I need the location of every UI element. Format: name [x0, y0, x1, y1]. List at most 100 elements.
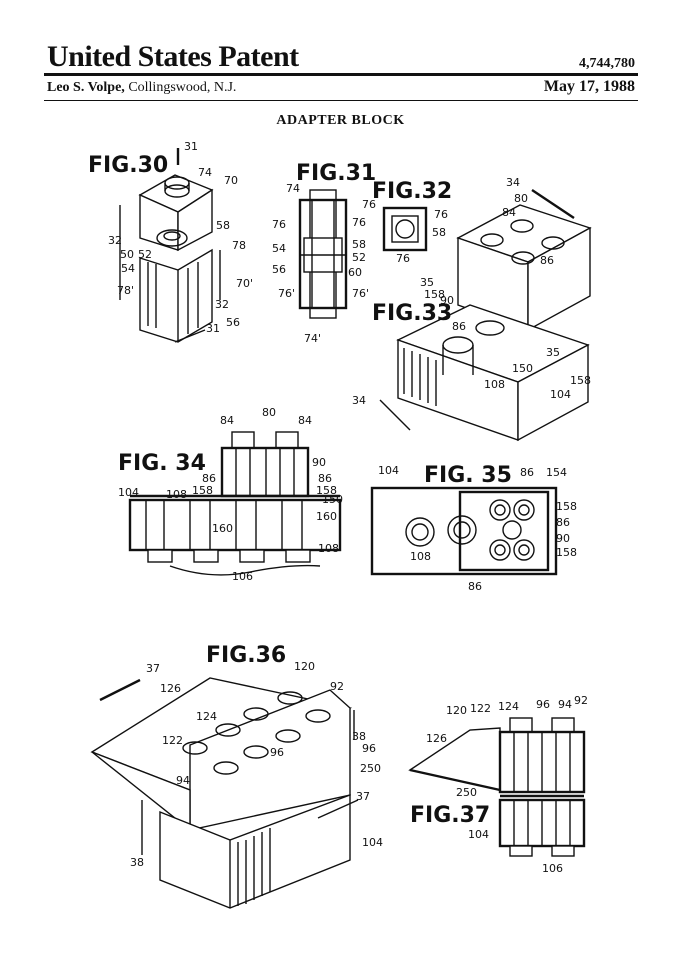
fig33-ref: 108 — [484, 378, 505, 391]
fig31-ref: 54 — [272, 242, 286, 255]
fig34-ref: 108 — [166, 488, 187, 501]
fig36-ref: 120 — [294, 660, 315, 673]
header-rule-bottom — [44, 100, 638, 101]
fig33-label: FIG.33 — [372, 301, 452, 326]
fig34-ref: 104 — [118, 486, 139, 499]
header-rule-top — [44, 73, 638, 76]
fig31-ref: 56 — [272, 263, 286, 276]
fig30-ref: 70 — [224, 174, 238, 187]
fig37-label: FIG.37 — [410, 803, 490, 828]
fig34-ref: 84 — [220, 414, 234, 427]
fig33-ref: 34 — [506, 176, 520, 189]
fig30-ref: 78 — [232, 239, 246, 252]
fig32-label: FIG.32 — [372, 179, 452, 204]
fig36-drawing: FIG.36 37 120 92 126 124 122 38 96 96 94… — [90, 643, 383, 909]
fig36-ref: 38 — [352, 730, 366, 743]
fig34-label: FIG. 34 — [118, 451, 206, 476]
fig33-ref: 35 — [420, 276, 434, 289]
fig30-ref: 31 — [184, 140, 198, 153]
fig36-ref: 37 — [146, 662, 160, 675]
fig32-drawing: FIG.32 76 76 58 76 — [362, 179, 452, 265]
fig31-drawing: FIG.31 74 76 76 54 58 52 56 60 76' 76' 7… — [272, 161, 376, 345]
fig34-ref: 158 — [316, 484, 337, 497]
fig32-ref: 76 — [434, 208, 448, 221]
fig30-ref: 58 — [216, 219, 230, 232]
fig37-ref: 92 — [574, 694, 588, 707]
fig36-ref: 96 — [270, 746, 284, 759]
fig36-ref: 37 — [356, 790, 370, 803]
fig34-drawing: 84 80 84 90 FIG. 34 86 86 158 158 104 10… — [118, 406, 343, 583]
fig30-ref: 50 — [120, 248, 134, 261]
fig34-ref: 90 — [312, 456, 326, 469]
fig30-ref: 56 — [226, 316, 240, 329]
fig31-ref: 52 — [352, 251, 366, 264]
fig36-ref: 124 — [196, 710, 217, 723]
fig34-ref: 84 — [298, 414, 312, 427]
fig35-label: FIG. 35 — [424, 463, 512, 488]
fig31-ref: 76 — [272, 218, 286, 231]
fig30-ref: 32 — [108, 234, 122, 247]
fig33-ref: 80 — [514, 192, 528, 205]
fig37-ref: 250 — [456, 786, 477, 799]
fig33-drawing: 34 80 84 86 35 158 90 FIG.33 86 108 150 … — [352, 176, 592, 442]
fig37-ref: 124 — [498, 700, 519, 713]
fig35-ref: 158 — [556, 500, 577, 513]
fig35-ref: 86 — [520, 466, 534, 479]
fig33-ref: 158 — [424, 288, 445, 301]
fig34-ref: 86 — [318, 472, 332, 485]
fig37-ref: 126 — [426, 732, 447, 745]
fig30-ref: 54 — [121, 262, 135, 275]
fig36-ref: 126 — [160, 682, 181, 695]
fig35-ref: 90 — [556, 532, 570, 545]
fig30-drawing: FIG.30 31 74 70 58 32 50 52 54 78 78' 70… — [88, 140, 253, 343]
fig36-ref: 250 — [360, 762, 381, 775]
patent-number: 4,744,780 — [579, 56, 635, 71]
fig34-ref: 80 — [262, 406, 276, 419]
fig33-ref: 84 — [502, 206, 516, 219]
inventor-line: Leo S. Volpe, Collingswood, N.J. — [47, 80, 236, 96]
inventor-name: Leo S. Volpe, — [47, 80, 125, 95]
fig31-ref: 60 — [348, 266, 362, 279]
fig32-ref: 58 — [432, 226, 446, 239]
fig34-ref: 160 — [212, 522, 233, 535]
fig36-ref: 96 — [362, 742, 376, 755]
fig37-ref: 94 — [558, 698, 572, 711]
fig36-ref: 38 — [130, 856, 144, 869]
fig35-ref: 86 — [556, 516, 570, 529]
fig34-ref: 108 — [318, 542, 339, 555]
fig30-ref: 32 — [215, 298, 229, 311]
fig32-ref: 76 — [396, 252, 410, 265]
fig35-drawing: 104 FIG. 35 86 154 158 86 90 108 158 86 — [370, 463, 577, 593]
fig31-ref: 76' — [278, 287, 295, 300]
fig34-ref: 158 — [192, 484, 213, 497]
fig31-ref: 74' — [304, 332, 321, 345]
fig34-ref: 106 — [232, 570, 253, 583]
patent-date: May 17, 1988 — [543, 78, 635, 95]
fig35-ref: 158 — [556, 546, 577, 559]
fig35-ref: 108 — [410, 550, 431, 563]
fig31-ref: 58 — [352, 238, 366, 251]
fig35-ref: 104 — [378, 464, 399, 477]
fig37-ref: 120 — [446, 704, 467, 717]
fig33-ref: 86 — [540, 254, 554, 267]
fig31-ref: 76 — [352, 216, 366, 229]
fig33-ref: 35 — [546, 346, 560, 359]
fig30-ref: 74 — [198, 166, 212, 179]
fig35-ref: 86 — [468, 580, 482, 593]
fig33-ref: 90 — [440, 294, 454, 307]
patent-office-title: United States Patent — [47, 40, 299, 73]
fig30-ref: 70' — [236, 277, 253, 290]
fig37-ref: 104 — [468, 828, 489, 841]
fig30-label: FIG.30 — [88, 153, 168, 178]
fig37-ref: 96 — [536, 698, 550, 711]
fig35-ref: 154 — [546, 466, 567, 479]
fig36-ref: 94 — [176, 774, 190, 787]
fig30-ref: 52 — [138, 248, 152, 261]
fig31-ref: 74 — [286, 182, 300, 195]
fig37-ref: 122 — [470, 702, 491, 715]
fig37-ref: 106 — [542, 862, 563, 875]
fig36-ref: 104 — [362, 836, 383, 849]
fig36-label: FIG.36 — [206, 643, 286, 668]
inventor-location: Collingswood, N.J. — [128, 80, 237, 95]
